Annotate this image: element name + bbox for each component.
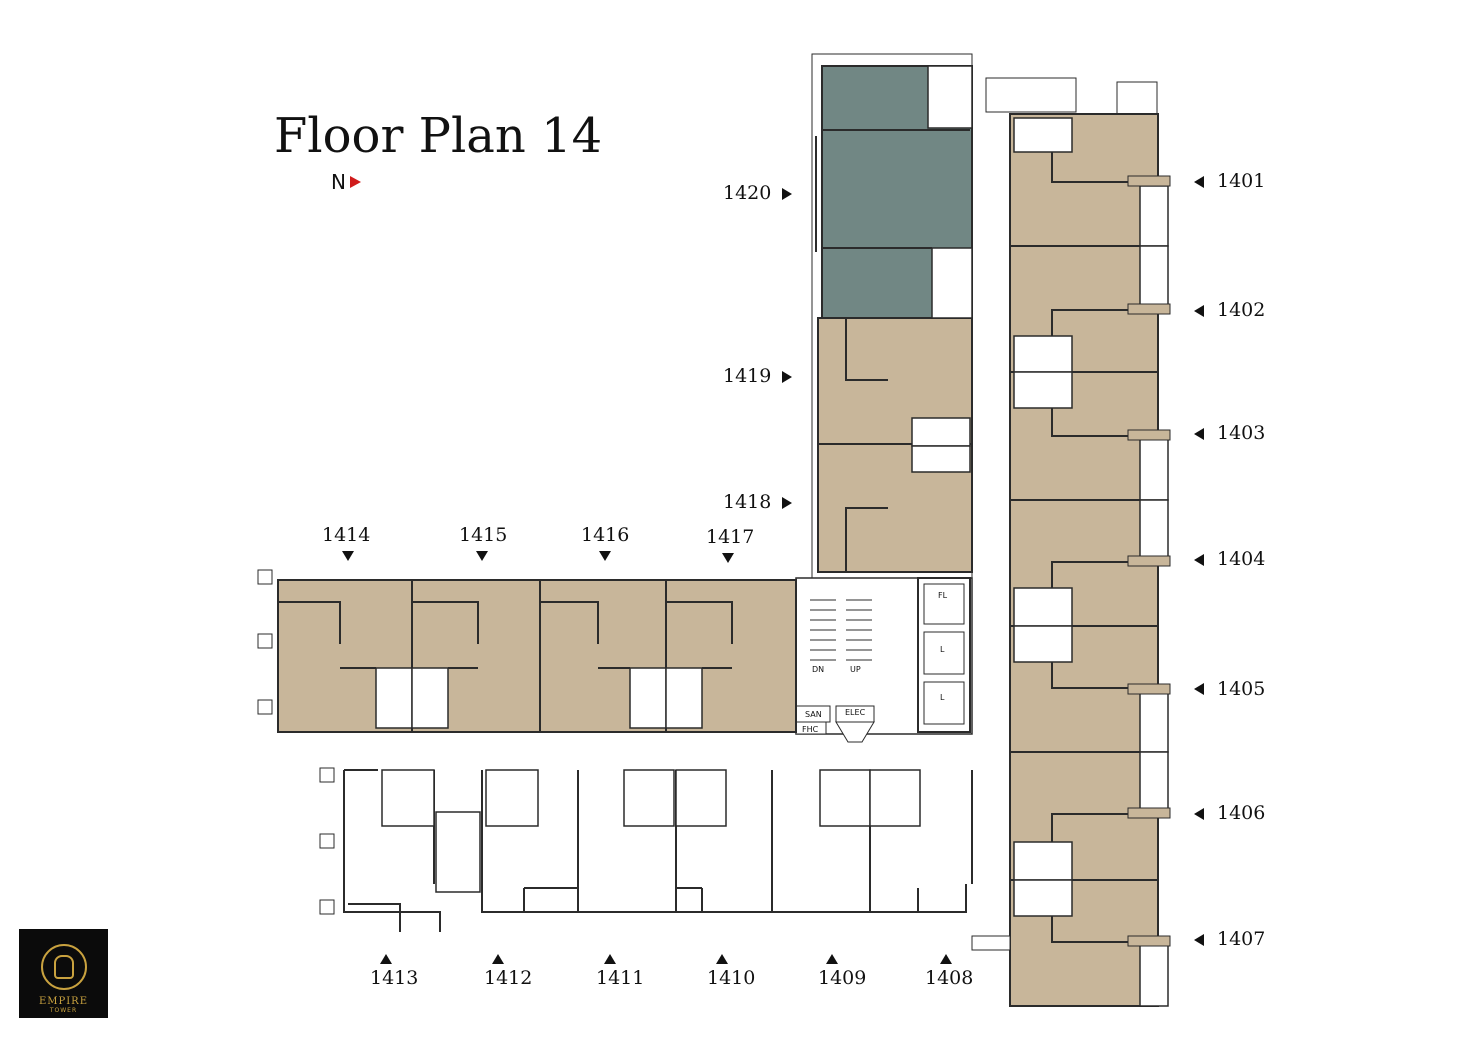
unit-label-1407[interactable]: 1407	[1217, 928, 1266, 950]
unit-label-1411[interactable]: 1411	[596, 967, 645, 989]
lift-2-label: L	[940, 693, 945, 702]
unit-label-1408[interactable]: 1408	[925, 967, 974, 989]
service-core	[795, 577, 973, 743]
north-indicator: N	[331, 170, 361, 194]
lift-fl-label: FL	[938, 591, 948, 600]
page-title: Floor Plan 14	[274, 108, 603, 164]
unit-label-1418[interactable]: 1418	[723, 491, 772, 513]
unit-label-1413[interactable]: 1413	[370, 967, 419, 989]
logo-sub: TOWER	[49, 1007, 78, 1014]
unit-label-1401[interactable]: 1401	[1217, 170, 1266, 192]
unit-label-1419[interactable]: 1419	[723, 365, 772, 387]
north-arrow-icon	[349, 176, 361, 188]
unit-label-1404[interactable]: 1404	[1217, 548, 1266, 570]
unit-label-1415[interactable]: 1415	[459, 524, 508, 546]
unit-label-1403[interactable]: 1403	[1217, 422, 1266, 444]
unit-arrows	[342, 176, 1204, 964]
lion-emblem-icon	[40, 944, 87, 990]
unit-label-1402[interactable]: 1402	[1217, 299, 1266, 321]
unit-label-1417[interactable]: 1417	[706, 526, 755, 548]
east-wing	[1009, 113, 1171, 1007]
unit-label-1412[interactable]: 1412	[484, 967, 533, 989]
lift-1-label: L	[940, 645, 945, 654]
north-wing	[257, 569, 797, 733]
elec-label: ELEC	[845, 708, 866, 717]
stair-dn-label: DN	[812, 665, 824, 674]
unit-label-1420[interactable]: 1420	[723, 182, 772, 204]
unit-label-1405[interactable]: 1405	[1217, 678, 1266, 700]
north-label: N	[331, 170, 346, 194]
stair-up-label: UP	[850, 665, 861, 674]
unit-label-1410[interactable]: 1410	[707, 967, 756, 989]
logo-brand: EMPIRE	[38, 996, 89, 1007]
unit-label-1409[interactable]: 1409	[818, 967, 867, 989]
fhc-label: FHC	[802, 725, 819, 734]
san-label: SAN	[805, 710, 822, 719]
unit-label-1416[interactable]: 1416	[581, 524, 630, 546]
south-wing	[319, 767, 1011, 951]
unit-label-1414[interactable]: 1414	[322, 524, 371, 546]
core-wing	[815, 65, 973, 573]
unit-label-1406[interactable]: 1406	[1217, 802, 1266, 824]
empire-tower-logo: EMPIRE TOWER	[19, 929, 108, 1018]
